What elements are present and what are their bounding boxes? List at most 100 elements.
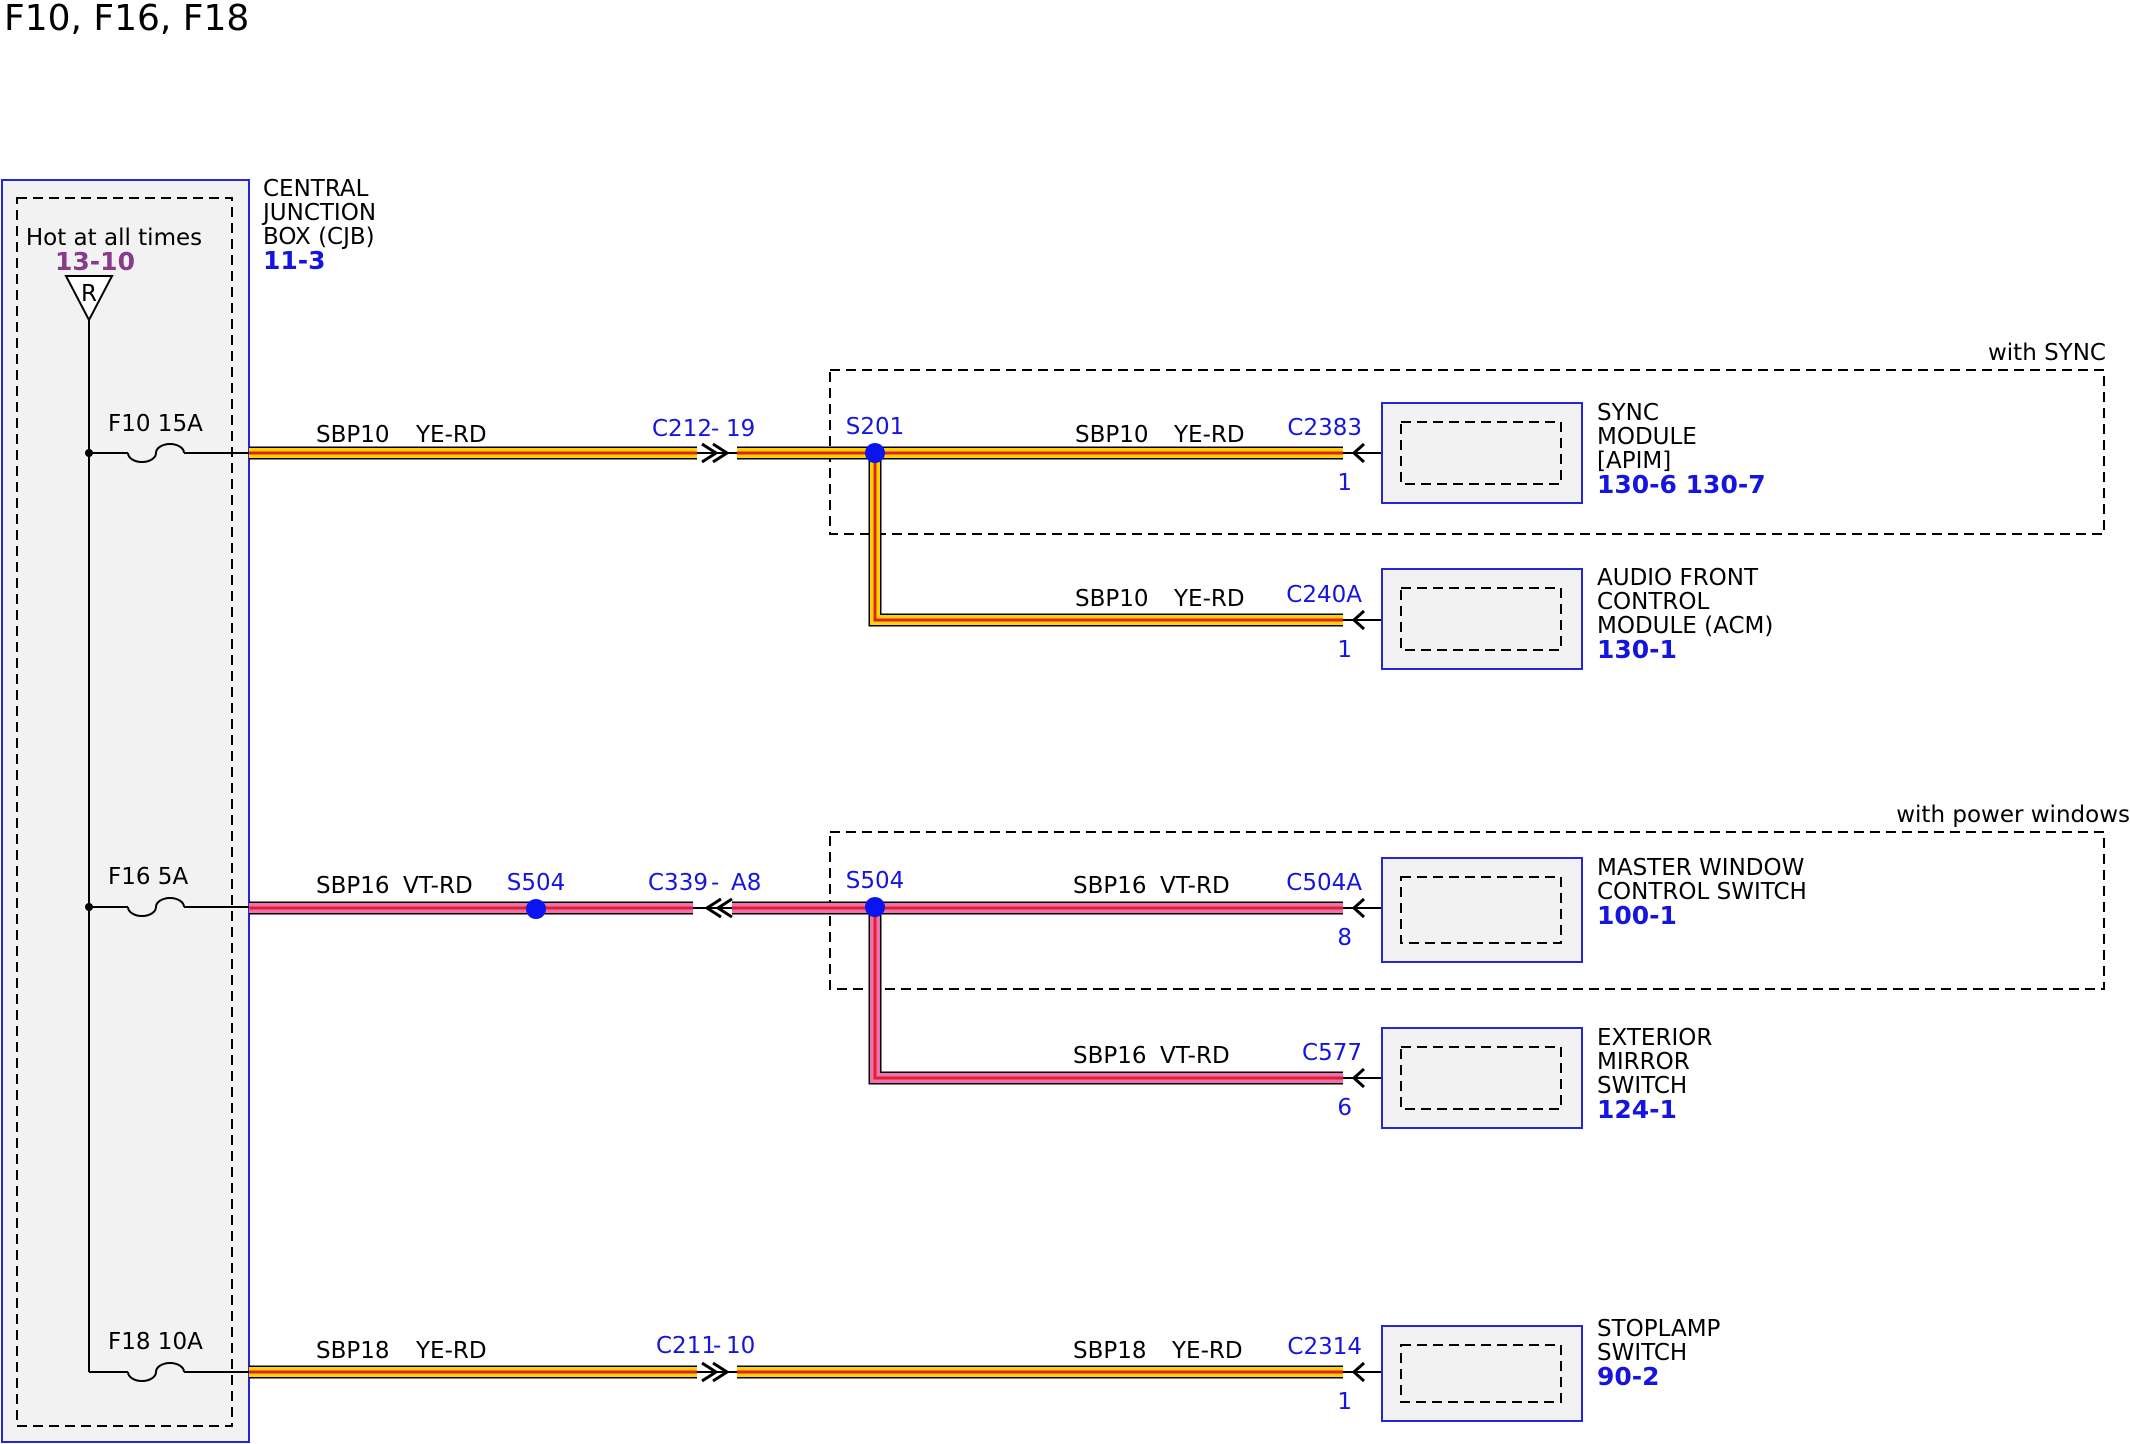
connector-c212-chevron-icon: [697, 442, 737, 464]
wire-circuit-label: SBP16: [1073, 873, 1147, 899]
connector-c339-pin: A8: [731, 870, 761, 896]
option-label-sync: with SYNC: [1988, 340, 2106, 366]
component-connector-label[interactable]: C577: [1302, 1040, 1362, 1066]
component-name-line: SYNC: [1597, 400, 1659, 426]
component-name-line: CONTROL: [1597, 589, 1710, 615]
component-name-line: MIRROR: [1597, 1049, 1690, 1075]
component-pin-label: 6: [1337, 1095, 1352, 1121]
connector-c211-pin: 10: [726, 1333, 755, 1359]
component-name-line: [APIM]: [1597, 448, 1671, 474]
splice-s504-label[interactable]: S504: [846, 868, 905, 894]
connector-c339-chevron-icon: [693, 897, 733, 919]
component-name-line: AUDIO FRONT: [1597, 565, 1759, 591]
wire-circuit-label: SBP18: [1073, 1338, 1147, 1364]
feed-triangle-icon: [64, 275, 114, 323]
connector-arrow-icon: [1351, 442, 1366, 464]
wire-color-label: YE-RD: [415, 1338, 487, 1364]
component-box[interactable]: [1381, 857, 1583, 963]
splice-s504-label[interactable]: S504: [507, 870, 566, 896]
wire-color-label: YE-RD: [415, 422, 487, 448]
wire-stripe: [873, 453, 1343, 622]
fuse-f16-label: F16 5A: [108, 864, 188, 890]
component-connector-label[interactable]: C2314: [1287, 1334, 1362, 1360]
component-inner-box: [1400, 587, 1562, 651]
wire-stripe: [873, 908, 1343, 1080]
component-name-line: CONTROL SWITCH: [1597, 879, 1807, 905]
cjb-name-line-2: JUNCTION: [261, 200, 376, 226]
component-name-line: MODULE: [1597, 424, 1697, 450]
wire-color-label: YE-RD: [1173, 422, 1245, 448]
wire-circuit-label: SBP10: [1075, 586, 1149, 612]
component-box[interactable]: [1381, 568, 1583, 670]
fuse-f10-label: F10 15A: [108, 411, 203, 437]
component-pin-label: 8: [1337, 925, 1352, 951]
component-pin-label: 1: [1337, 470, 1352, 496]
connector-dash: -: [713, 1333, 721, 1359]
connector-dash: -: [711, 416, 719, 442]
connector-c339-label[interactable]: C339: [648, 870, 708, 896]
wire-circuit-label: SBP10: [1075, 422, 1149, 448]
wire-circuit-label: SBP16: [316, 873, 390, 899]
component-connector-label[interactable]: C2383: [1287, 415, 1362, 441]
splice-s504-dot[interactable]: [526, 899, 546, 919]
wire-circuit-label: SBP10: [316, 422, 390, 448]
component-pin-label: 1: [1337, 1389, 1352, 1415]
splice-s504-dot[interactable]: [865, 897, 885, 917]
hot-at-all-times-label: Hot at all times: [26, 225, 202, 251]
component-name-line: STOPLAMP: [1597, 1316, 1721, 1342]
connector-arrow-icon: [1351, 1361, 1366, 1383]
splice-s201-dot[interactable]: [865, 443, 885, 463]
bus-junction-dot: [85, 903, 93, 911]
component-inner-box: [1400, 1046, 1562, 1110]
connector-dash: -: [711, 870, 719, 896]
connector-arrow-icon: [1351, 609, 1366, 631]
component-name-line: MASTER WINDOW: [1597, 855, 1804, 881]
wire-color-label: VT-RD: [403, 873, 473, 899]
component-ref-link[interactable]: 130-6 130-7: [1597, 470, 1766, 499]
component-connector-label[interactable]: C504A: [1286, 870, 1362, 896]
wire-circuit-label: SBP18: [316, 1338, 390, 1364]
connector-c211-chevron-icon: [697, 1361, 737, 1383]
component-ref-link[interactable]: 100-1: [1597, 901, 1677, 930]
connector-c211-label[interactable]: C211: [656, 1333, 716, 1359]
component-pin-label: 1: [1337, 637, 1352, 663]
wire-circuit-label: SBP16: [1073, 1043, 1147, 1069]
connector-arrow-icon: [1351, 897, 1366, 919]
component-ref-link[interactable]: 124-1: [1597, 1095, 1677, 1124]
component-name-line: SWITCH: [1597, 1340, 1687, 1366]
wire-color-label: VT-RD: [1160, 1043, 1230, 1069]
component-name-line: SWITCH: [1597, 1073, 1687, 1099]
cjb-internal-bus: [88, 320, 249, 1382]
wire-color-label: VT-RD: [1160, 873, 1230, 899]
fuse-f18-label: F18 10A: [108, 1329, 203, 1355]
component-box[interactable]: [1381, 1325, 1583, 1422]
wire-color-label: YE-RD: [1173, 586, 1245, 612]
option-box-power-windows: [829, 831, 2105, 990]
component-inner-box: [1400, 421, 1562, 485]
bus-junction-dot: [85, 449, 93, 457]
page-title: F10, F16, F18: [4, 0, 249, 39]
component-inner-box: [1400, 876, 1562, 944]
component-name-line: EXTERIOR: [1597, 1025, 1712, 1051]
central-junction-box: [1, 179, 250, 1443]
cjb-ref-link[interactable]: 11-3: [263, 246, 326, 275]
wire-color-label: YE-RD: [1171, 1338, 1243, 1364]
feed-symbol: R: [81, 281, 97, 307]
component-inner-box: [1400, 1344, 1562, 1403]
component-connector-label[interactable]: C240A: [1286, 582, 1362, 608]
component-name-line: MODULE (ACM): [1597, 613, 1773, 639]
connector-c212-pin: 19: [726, 416, 755, 442]
cjb-name-line-1: CENTRAL: [263, 176, 369, 202]
connector-c212-label[interactable]: C212: [652, 416, 712, 442]
hot-ref-link[interactable]: 13-10: [55, 247, 135, 276]
component-ref-link[interactable]: 130-1: [1597, 635, 1677, 664]
component-ref-link[interactable]: 90-2: [1597, 1362, 1660, 1391]
connector-arrow-icon: [1351, 1067, 1366, 1089]
splice-s201-label[interactable]: S201: [846, 414, 905, 440]
option-label-power-windows: with power windows: [1896, 802, 2130, 828]
cjb-name-line-3: BOX (CJB): [263, 224, 375, 250]
component-box[interactable]: [1381, 402, 1583, 504]
component-box[interactable]: [1381, 1027, 1583, 1129]
